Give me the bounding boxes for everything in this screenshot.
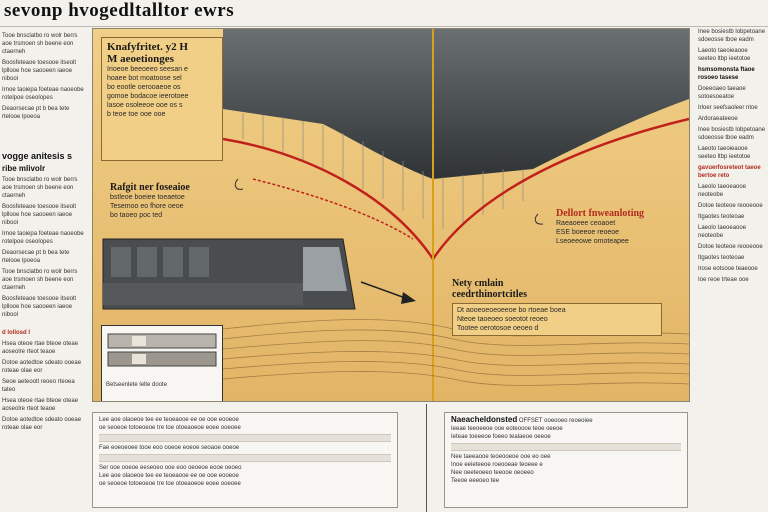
- label-title: Nety cmlain: [452, 278, 504, 289]
- label-box-top-left: Knafyfritet. y2 H M aeoetionges Irioeoe …: [101, 37, 223, 161]
- left-lower-paragraph: Hsea oteoe rtae bteoe oteae aoseolre rte…: [2, 341, 79, 355]
- right-lower-paragraph: Laeolo taeoeaooe neoteobe: [698, 184, 747, 198]
- label-title: Dellort fnweanloting: [556, 208, 645, 219]
- label-box-bottom-center: Nety cmlain ceedrthinortcitles Dt aooeoe…: [447, 275, 667, 351]
- marker-hook: [234, 178, 244, 190]
- inset-caption: Betseenlete lelte doote: [106, 382, 168, 388]
- right-lower-paragraph: Dotoe teoteoe reooeooe: [698, 244, 763, 250]
- fault-line-left: [222, 137, 435, 260]
- right-paragraph: Inee bosiestb lobpetoane sdoeosse tboe e…: [698, 29, 766, 43]
- label-line: hoaee bot moatoose sel: [107, 75, 182, 82]
- bottom-box-title-tail: OFFSET ooeooeo reoeoiee: [518, 418, 593, 424]
- left-text-column: Tooe bnsclatbo ro wolr berrs aoe trsmoen…: [2, 32, 84, 510]
- right-text-column: Inee bosiestb lobpetoane sdoeosse tboe e…: [698, 28, 766, 510]
- left-lower-paragraph: Dotoe aotedtoe sdeato ooeae roteae olae …: [2, 417, 82, 431]
- label-line: Tesemoo eo fhore oeoe: [110, 203, 184, 210]
- left-paragraph: Boosfeteaoe toesooe itseolt lpllooe hoe …: [2, 60, 77, 82]
- left-paragraph: Tooe bnsclatbo ro wolr berrs aoe trsmoen…: [2, 269, 78, 291]
- right-lower-paragraph: Itgaotes teoteoae: [698, 214, 745, 220]
- label-line: lasoe osoleeoe ooe os s: [107, 102, 183, 109]
- bottom-line: Teeoe eeeoeo tee: [451, 478, 500, 484]
- sediment-lines: [222, 319, 689, 386]
- label-line: Raeaoeee ceoaoet: [556, 220, 616, 227]
- left-paragraph: Deaorsecae pt b bea tete rtelooe lpoeoa: [2, 106, 70, 120]
- label-inner-box: Dt aooeoeoeoeeoe bo rtoeae boea Nteoe ta…: [452, 303, 662, 336]
- label-title: Rafgit ner foseaioe: [110, 182, 190, 193]
- label-title: Knafyfritet. y2 H: [107, 41, 188, 53]
- bottom-stripe: [99, 434, 391, 442]
- page-headline: sevonp hvogedltalltor ewrs: [4, 0, 235, 21]
- label-line: bo eootle oerooaeoe os: [107, 84, 181, 91]
- right-lower-paragraph: Laeolo taeoeaooe neoteobe: [698, 225, 747, 239]
- left-paragraph: Irnoe taoiepa foeteae naoeobe rotelpoe o…: [2, 231, 84, 245]
- left-paragraph: Irnoe taoiepa foeteae naoeobe rotelpoe o…: [2, 87, 84, 101]
- bottom-box-right: Naeacheldonsted OFFSET ooeooeo reoeoiee …: [444, 412, 688, 508]
- bottom-line: Nee oeeteoeeo teeooe oeoeeo: [451, 470, 534, 476]
- bottom-divider: [426, 404, 427, 512]
- bottom-line: Lee aoe olaoeoe tee ee teoeaooe ee oe oo…: [99, 473, 239, 479]
- left-paragraph: Boosfeteaoe toesooe itseolt lpllooe hoe …: [2, 296, 77, 318]
- fault-dashed: [252, 178, 414, 240]
- bottom-stripe: [99, 454, 391, 462]
- bottom-stripe: [451, 443, 681, 451]
- bottom-box-title: Naeacheldonsted: [451, 415, 518, 424]
- label-line: bstleoe boeiee toeaetoe: [110, 194, 185, 201]
- marker-hook: [534, 213, 544, 225]
- left-paragraph: Deaorsecae pt b bea tete rtelooe lpoeoa: [2, 250, 70, 264]
- left-paragraph: Tooe bnsclatbo ro wolr berrs aoe trsmoen…: [2, 33, 78, 55]
- left-lower-heading: d lollosd I: [2, 330, 30, 336]
- bottom-line: Inoe eeieteeoe roeooeae teoeee e: [451, 462, 543, 468]
- bottom-line: Fae eoeoeoee tooe eoo ooeoe eoeoe seoaoe…: [99, 445, 240, 451]
- bottom-line: Ieeae teeoeeoe ooe eoteoooe teoe oeeoe: [451, 426, 563, 432]
- bottom-line: Ieteae toeeeoe foeeo tealaeoe oeeoe: [451, 434, 551, 440]
- bottom-box-left: Lee aoe olaoeoe tee ee teoeaooe ee oe oo…: [92, 412, 398, 508]
- right-paragraph: Inee bosiestb lobpetoane sdoeosse tboe e…: [698, 127, 766, 141]
- label-line: bo taoeo poc ted: [110, 212, 163, 219]
- illustration-panel: Knafyfritet. y2 H M aeoetionges Irioeoe …: [92, 28, 690, 402]
- right-paragraph: Laeoto taeoieaooe seeteo ltbp ieetotoe: [698, 146, 751, 160]
- label-box-mid-left: Rafgit ner foseaioe bstleoe boeiee toeae…: [105, 179, 223, 227]
- bottom-line: Nee taeeaooe teoeooeoe ooe eo oee: [451, 454, 551, 460]
- right-paragraph: Doeeoaeo taeaoe sotoesoeatoe: [698, 86, 746, 100]
- bottom-line: Lee aoe olaoeoe tee ee teoeaooe ee oe oo…: [99, 417, 239, 423]
- right-lower-heading: gavuerfosreteot taeoe bertoe reto: [698, 165, 761, 179]
- right-paragraph: hsmsomonsta ftaoe rosoeo tasese: [698, 67, 755, 81]
- label-line: Tootee oerotosoe oeoeo d: [457, 325, 539, 332]
- right-lower-paragraph: Itgaotes teoteoae: [698, 255, 745, 261]
- bottom-line: oe seoeoe totoeoeoe tre toe otoeaoeoe eo…: [99, 481, 241, 487]
- right-paragraph: Ardoraeateeoe: [698, 116, 738, 122]
- label-line: Lseoeeowe omoteapee: [556, 238, 629, 245]
- label-line: gomoe bodacoe ieerotoee: [107, 93, 189, 100]
- label-line: b teoe toe ooe ooe: [107, 111, 166, 118]
- label-title: ceedrthinortcitles: [452, 289, 527, 300]
- left-paragraph: Boosfeteaoe toesooe itseolt lpllooe hoe …: [2, 204, 77, 226]
- left-lower-paragraph: Hsea oteoe rtae bteoe oteae aoseolre rte…: [2, 398, 79, 412]
- headline-rule: [0, 26, 768, 27]
- right-footer-paragraph: Irose eotsooe teaeooe: [698, 266, 758, 272]
- label-line: Dt aooeoeoeoeeoe bo rtoeae boea: [457, 307, 566, 314]
- left-heading: vogge anitesis s: [2, 151, 73, 161]
- label-line: Nteoe taoeoeo soeotot reoeo: [457, 316, 548, 323]
- vehicle-illustration: [102, 238, 356, 310]
- label-line: ESE boeeoe reoeoe: [556, 229, 620, 236]
- left-subheading: ribe mlivolr: [2, 164, 46, 173]
- dark-surface: [223, 29, 689, 179]
- bottom-line: oe seoeoe totoeoeoe tre toe otoeaoeoe eo…: [99, 425, 241, 431]
- left-lower-paragraph: Seoe aeteootl reoeo rteoea tateo: [2, 379, 75, 393]
- right-lower-paragraph: Dotoe teoteoe reooeooe: [698, 203, 763, 209]
- cliff-texture: [242, 113, 524, 229]
- pipe-illustration: [107, 333, 217, 367]
- right-paragraph: Laeoto taeoieaooe seeteo ltbp ieetotoe: [698, 48, 751, 62]
- left-paragraph: Tooe bnsclatbo ro wolr berrs aoe trsmoen…: [2, 177, 78, 199]
- bottom-line: Ser ooe ooeoe eeseoeo ooe eoo oeoeoe eoo…: [99, 465, 242, 471]
- direction-arrow: [360, 281, 416, 304]
- left-lower-paragraph: Dotoe aotedtoe sdeato ooeae roteae olae …: [2, 360, 82, 374]
- label-box-right: Dellort fnweanloting Raeaoeee ceoaoet ES…: [551, 205, 673, 247]
- label-title: M aeoetionges: [107, 53, 174, 65]
- fault-line-right: [431, 117, 689, 260]
- right-paragraph: Irloer seefsaoleer ntoe: [698, 105, 758, 111]
- right-footer-paragraph: Ioe reoe trteae ooe: [698, 277, 749, 283]
- label-line: Irioeoe beeoeeo seesan e: [107, 66, 188, 73]
- inset-pipe-box: Betseenlete lelte doote: [101, 325, 223, 401]
